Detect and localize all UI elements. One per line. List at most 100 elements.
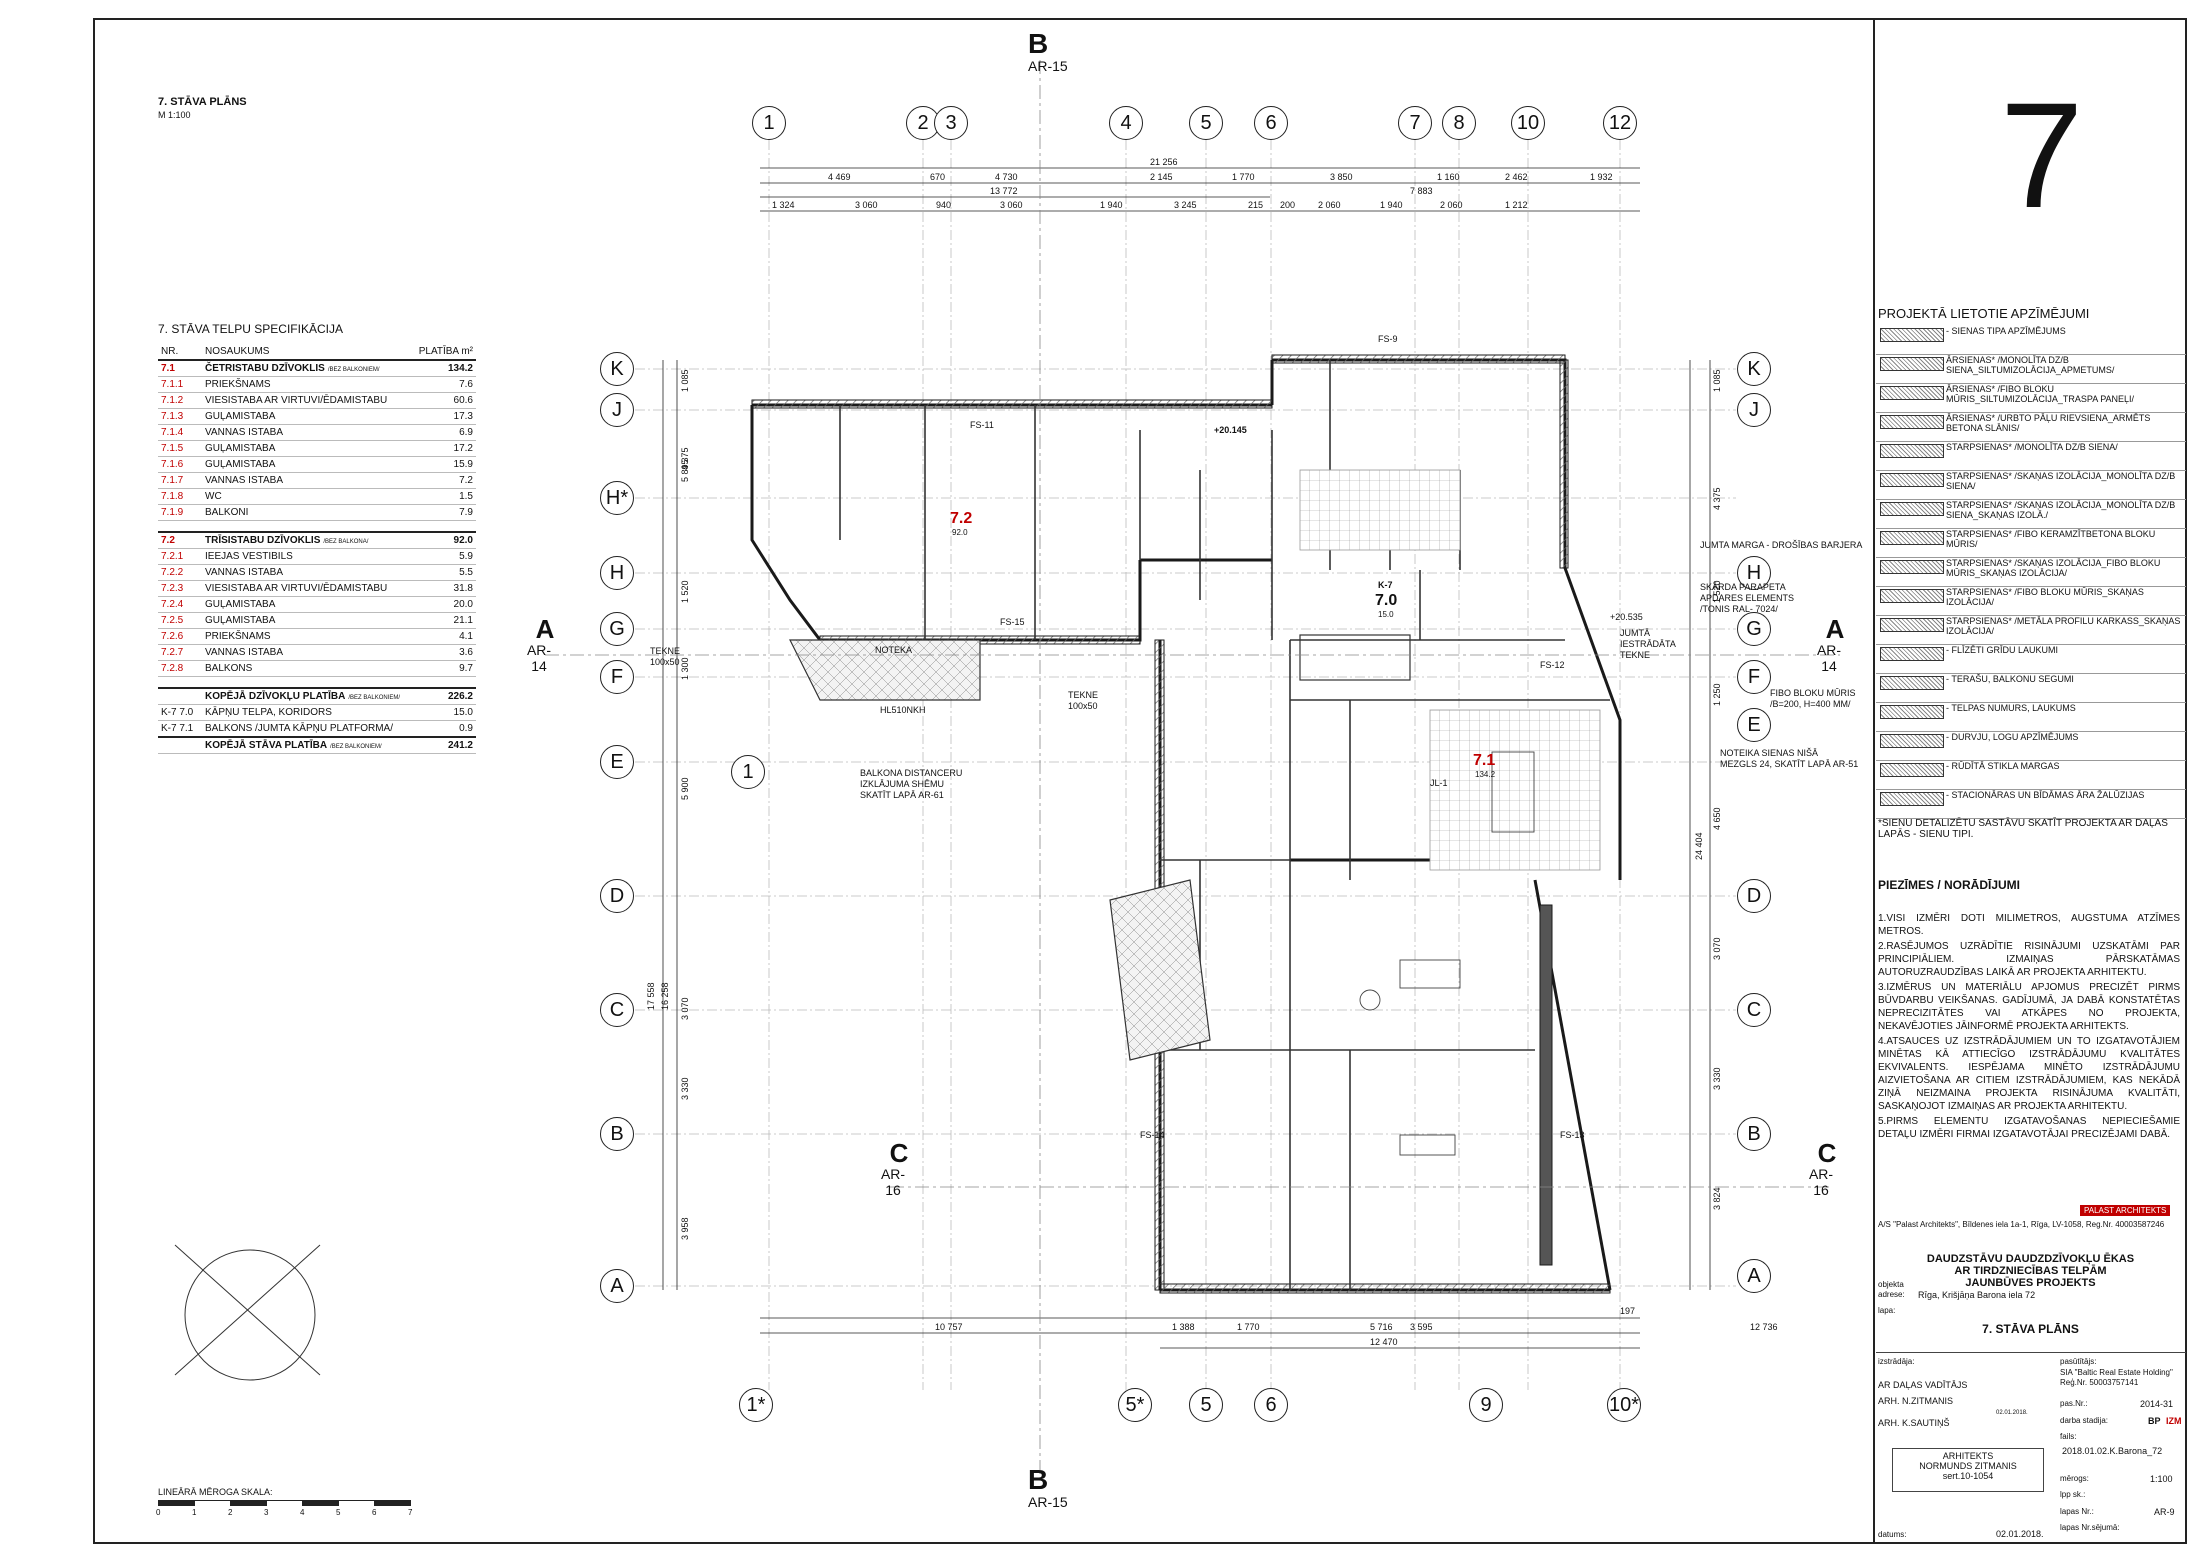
legend-text: STARPSIENAS* /SKAŅAS IZOLĀCIJA_MONOLĪTA …: [1946, 500, 2176, 520]
legend-text: - TELPAS NUMURS, LAUKUMS: [1946, 703, 2076, 713]
grid-bubble-right: C: [1737, 993, 1771, 1027]
room-tag-k7: K-7: [1378, 580, 1393, 590]
dim-label: 3 595: [1410, 1322, 1433, 1332]
grid-bubble-top: 5: [1189, 106, 1223, 140]
dim-label: 3 330: [1712, 1067, 1722, 1090]
legend-swatch: [1880, 386, 1944, 400]
spec-row-no: 7.2.6: [158, 628, 202, 645]
spec-row-area: 9.7: [415, 660, 476, 677]
spacer: [158, 521, 202, 533]
stage-bp: BP: [2148, 1416, 2161, 1426]
legend-swatch: [1880, 357, 1944, 371]
legend-title: PROJEKTĀ LIETOTIE APZĪMĒJUMI: [1878, 306, 2090, 321]
grid-bubble-bottom: 5*: [1118, 1388, 1152, 1422]
spec-row-no: 7.1.9: [158, 504, 202, 521]
spec-row-area: 6.9: [415, 424, 476, 441]
legend-item: ĀRSIENAS* /FIBO BLOKU MŪRIS_SILTUMIZOLĀC…: [1876, 382, 2186, 413]
section-letter: A: [1825, 614, 1845, 644]
spec-total-no: K-7 7.0: [158, 704, 202, 721]
annotation-level-2: +20.535: [1610, 612, 1643, 622]
spec-group-area: 92.0: [415, 531, 476, 549]
spec-row-no: 7.1.7: [158, 472, 202, 489]
legend-swatch: [1880, 415, 1944, 429]
grid-bubble-left: D: [600, 879, 634, 913]
spec-row-name: VIESISTABA AR VIRTUVI/ĒDAMISTABU: [202, 580, 416, 597]
legend-item: - RŪDĪTĀ STIKLA MARGAS: [1876, 759, 2186, 790]
architect-2: ARH. K.SAUTIŅŠ: [1878, 1418, 1950, 1428]
dim-label: 1 770: [1237, 1322, 1260, 1332]
annotation-hl510: HL510NKH: [880, 705, 926, 715]
grid-bubble-top: 8: [1442, 106, 1476, 140]
grid-bubble-top: 1: [752, 106, 786, 140]
grid-bubble-bottom: 5: [1189, 1388, 1223, 1422]
grid-bubble-left: B: [600, 1117, 634, 1151]
stage-label: darba stadija:: [2060, 1416, 2109, 1425]
grid-bubble-right: D: [1737, 879, 1771, 913]
drawing-frame: [93, 18, 2187, 1544]
dim-right-total: 24 404: [1694, 832, 1704, 860]
spec-group-name: TRĪSISTABU DZĪVOKLIS/BEZ BALKONA/: [202, 531, 416, 549]
spec-gap: [158, 677, 476, 689]
dim-sub2: 7 883: [1410, 186, 1433, 196]
legend-text: STARPSIENAS* /METĀLA PROFILU KARKASS_SKA…: [1946, 616, 2181, 636]
combined-sheet-label: lapas Nr.sējumā:: [2060, 1523, 2120, 1532]
grid-bubble-left: H*: [600, 481, 634, 515]
legend-swatch: [1880, 589, 1944, 603]
plan-scale: M 1:100: [158, 110, 191, 120]
spec-row-area: 7.2: [415, 472, 476, 489]
spec-total-no: [158, 687, 202, 705]
section-letter: C: [889, 1138, 909, 1168]
spec-row-no: 7.2.1: [158, 548, 202, 565]
dim-label: 3 245: [1174, 200, 1197, 210]
dim-label: 2 145: [1150, 172, 1173, 182]
spec-group-name: ČETRISTABU DZĪVOKLIS/BEZ BALKONIEM/: [202, 359, 416, 377]
legend-item: - SIENAS TIPA APZĪMĒJUMS: [1876, 324, 2186, 355]
section-marker-left: A AR-14: [527, 616, 558, 674]
legend-swatch: [1880, 705, 1944, 719]
dim-label: 1 300: [680, 657, 690, 680]
dim-label: 1 520: [680, 580, 690, 603]
grid-bubble-right: B: [1737, 1117, 1771, 1151]
spec-row-area: 7.9: [415, 504, 476, 521]
legend-swatch: [1880, 444, 1944, 458]
dim-label: 200: [1280, 200, 1296, 210]
grid-bubble-bottom: 9: [1469, 1388, 1503, 1422]
legend-swatch: [1880, 647, 1944, 661]
grid-bubble-top: 4: [1109, 106, 1143, 140]
dim-label: 1 932: [1590, 172, 1613, 182]
spec-table-title: 7. STĀVA TELPU SPECIFIKĀCIJA: [158, 322, 343, 336]
spec-total-row: KOPĒJĀ DZĪVOKĻU PLATĪBA/BEZ BALKONIEM/22…: [158, 687, 476, 705]
section-marker-bottom: B AR-15: [1028, 1466, 1068, 1511]
spec-header-area: PLATĪBA m²: [415, 344, 476, 361]
room-tag-7-2: 7.2: [950, 510, 973, 527]
spec-row-name: BALKONS: [202, 660, 416, 677]
scale-segment: [158, 1500, 195, 1506]
spec-total-row: KOPĒJĀ STĀVA PLATĪBA/BEZ BALKONIEM/241.2: [158, 736, 476, 754]
object-label: objekta adrese:: [1878, 1280, 1905, 1299]
spec-row-area: 20.0: [415, 596, 476, 613]
spec-row-name: VANNAS ISTABA: [202, 564, 416, 581]
spec-row-area: 17.2: [415, 440, 476, 457]
legend-swatch: [1880, 560, 1944, 574]
annotation-fs14: FS-14: [1140, 1130, 1165, 1140]
scale-tick-label: 7: [408, 1508, 413, 1517]
pas-value: 2014-31: [2140, 1399, 2174, 1409]
annotation-noteka: NOTEKA: [875, 645, 913, 655]
spec-row-area: 21.1: [415, 612, 476, 629]
dim-label: 3 060: [855, 200, 878, 210]
client-name: SIA "Baltic Real Estate Holding" Reģ.Nr.…: [2060, 1368, 2173, 1387]
legend-text: - TERAŠU, BALKONU SEGUMI: [1946, 674, 2074, 684]
dim-label: 4 469: [828, 172, 851, 182]
spec-gap: [158, 521, 476, 533]
note-item: 4.ATSAUCES UZ IZSTRĀDĀJUMIEM UN TO IZGAT…: [1878, 1036, 2180, 1112]
prepared-label: izstrādāja:: [1878, 1357, 1915, 1366]
legend-swatch: [1880, 676, 1944, 690]
grid-bubble-bottom: 6: [1254, 1388, 1288, 1422]
lpp-label: lpp sk.:: [2060, 1490, 2086, 1499]
legend-swatch: [1880, 618, 1944, 632]
grid-bubble-left: 1: [731, 755, 765, 789]
